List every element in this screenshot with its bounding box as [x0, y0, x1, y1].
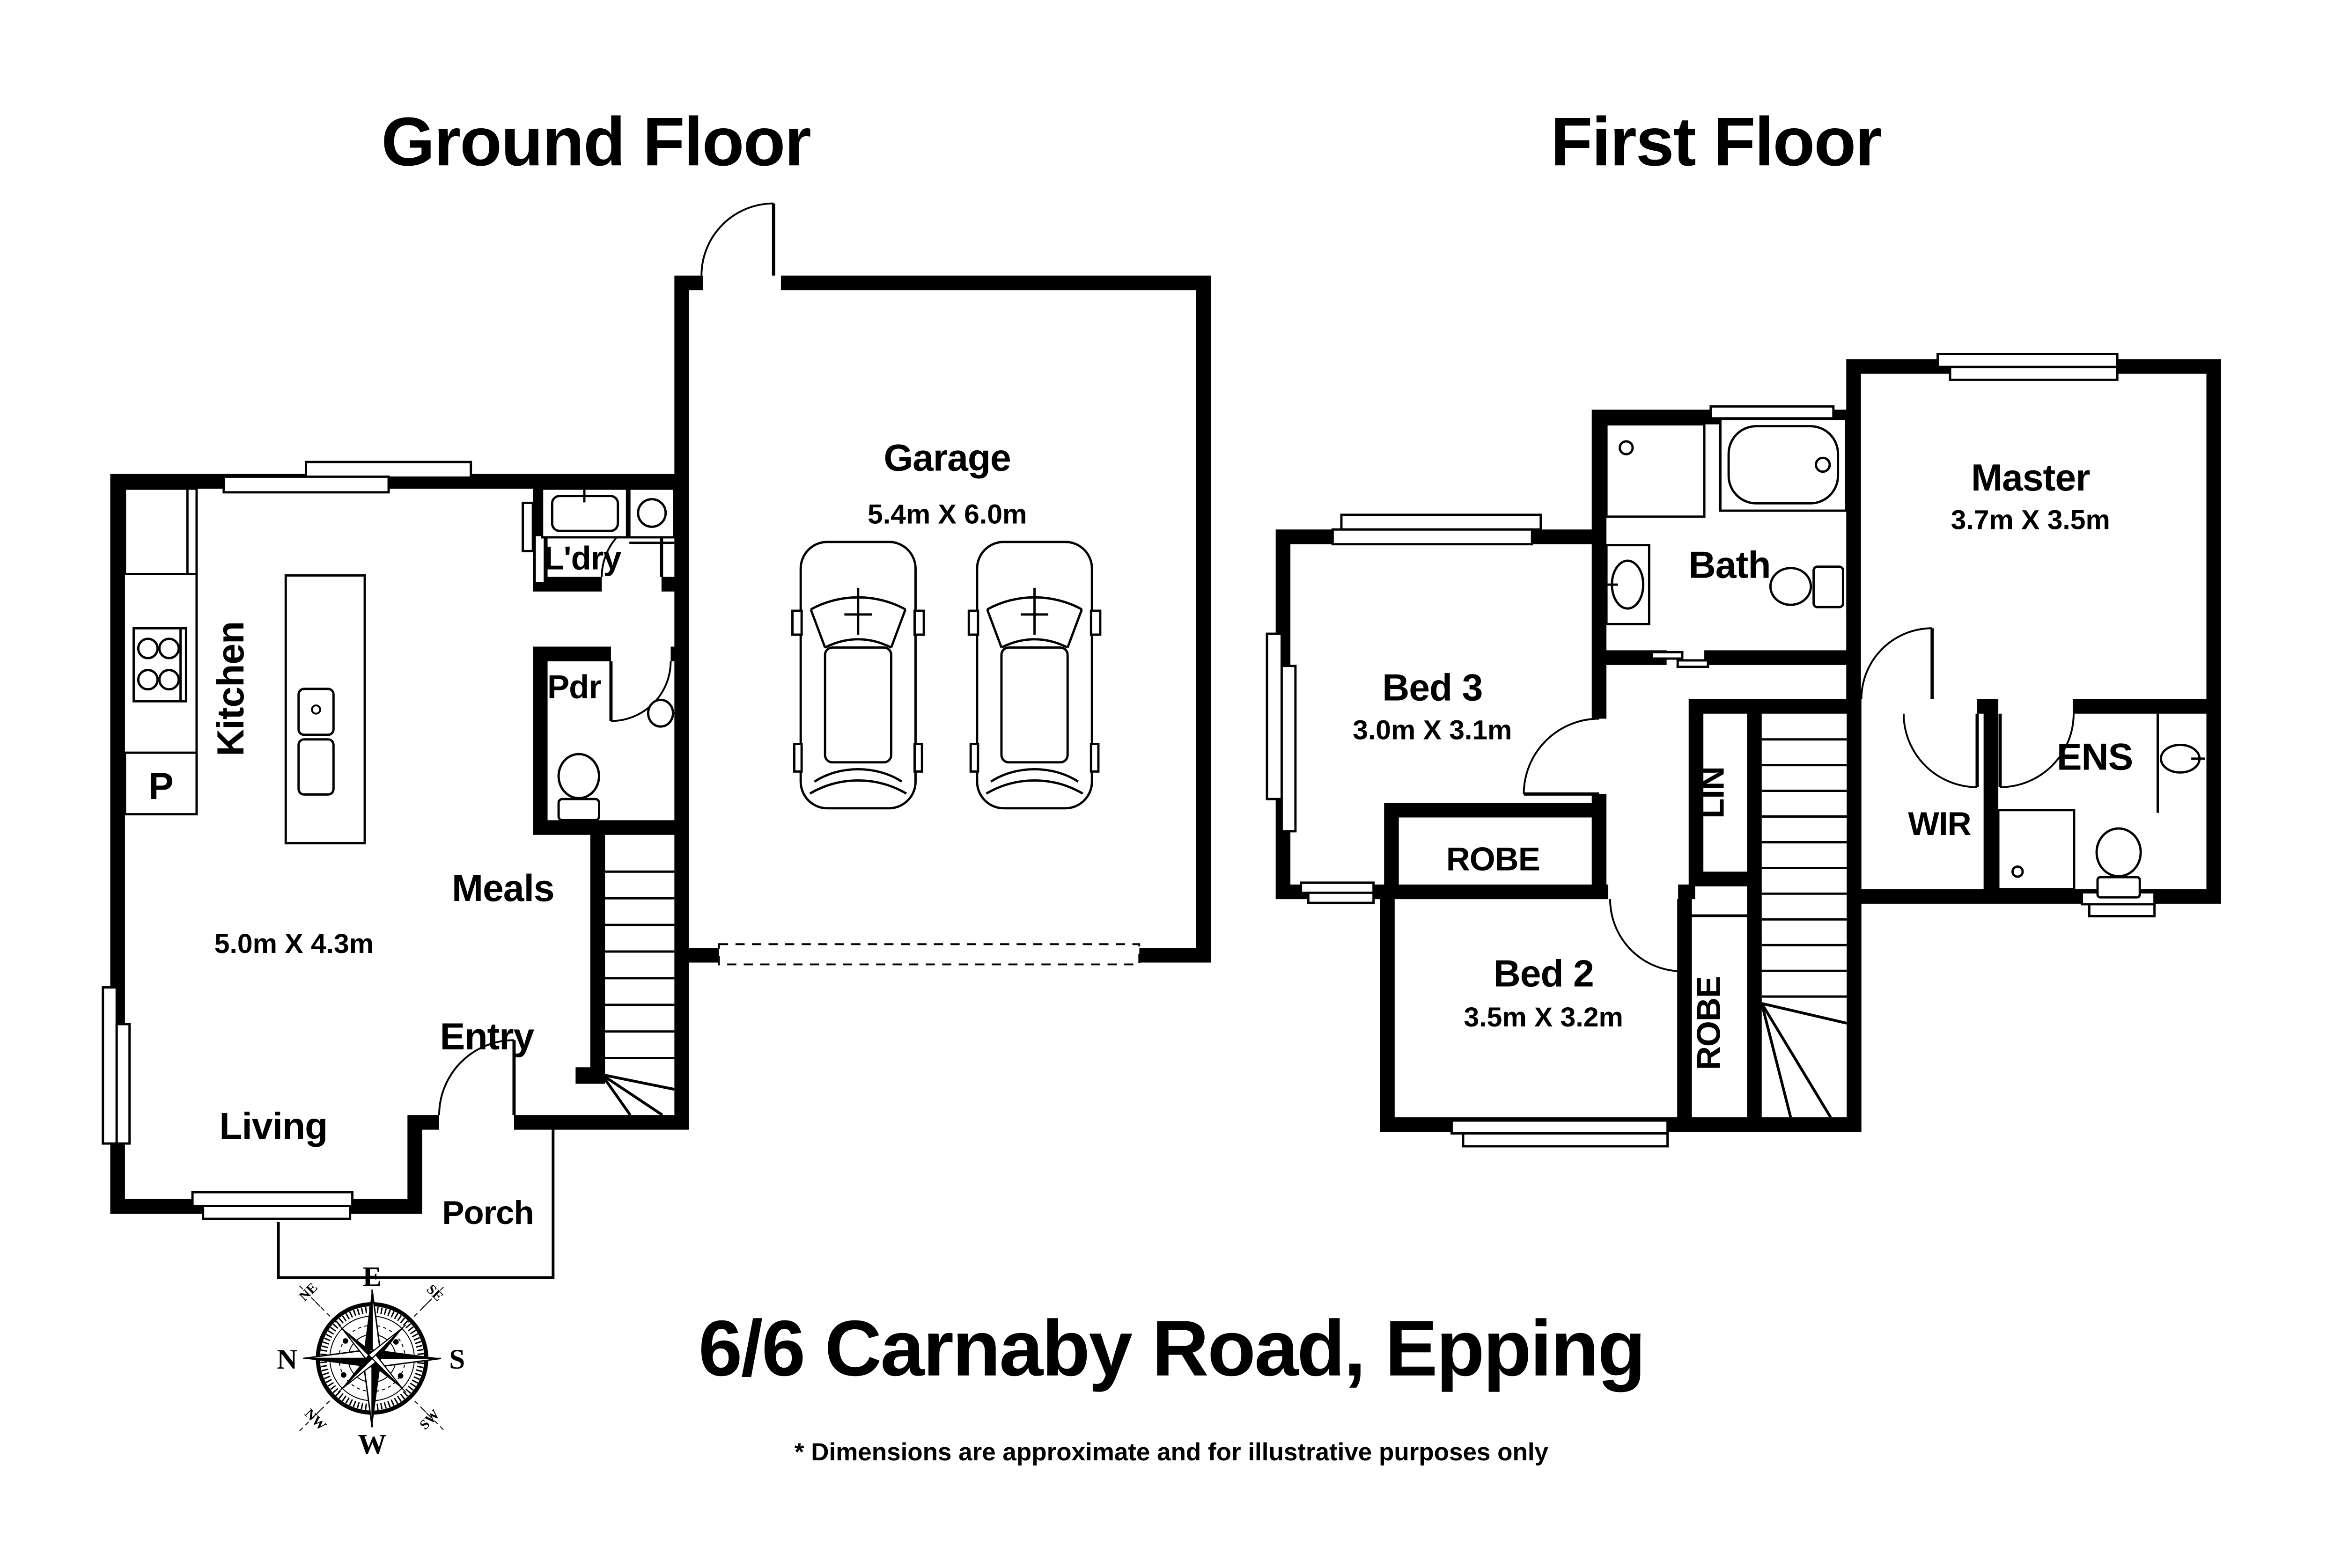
- pantry-label: P: [148, 765, 173, 807]
- compass-nw-label: NW: [302, 1406, 329, 1433]
- stair-winders: [1760, 1002, 1847, 1118]
- island-bench: [284, 574, 366, 844]
- first-floor-title: First Floor: [1551, 103, 1882, 180]
- porch-label: Porch: [442, 1194, 533, 1231]
- disclaimer-note: * Dimensions are approximate and for ill…: [795, 1438, 1549, 1466]
- pantry-cupboard: [124, 751, 198, 816]
- wir-label: WIR: [1908, 805, 1971, 842]
- basin: [647, 698, 687, 728]
- compass-icon: E S W N SE NE SW NW: [277, 1261, 465, 1460]
- bath-slider-door: [1650, 651, 1709, 668]
- powder-label: Pdr: [547, 668, 601, 705]
- bed2-label: Bed 2: [1494, 953, 1594, 995]
- car-icon: [969, 542, 1100, 808]
- stairs-ground: [600, 870, 675, 1116]
- bathtub: [1719, 418, 1848, 512]
- master-dims: 3.7m X 3.5m: [1951, 505, 2110, 535]
- stairs-first: [1760, 738, 1847, 1118]
- window: [1300, 881, 1375, 904]
- window: [1450, 1119, 1669, 1148]
- linen-label: LIN: [1693, 767, 1730, 819]
- bed3-dims: 3.0m X 3.1m: [1353, 715, 1512, 746]
- door-garage-access: [700, 202, 775, 276]
- address-title: 6/6 Carnaby Road, Epping: [699, 1304, 1644, 1392]
- compass-east-label: E: [362, 1261, 382, 1292]
- door-master: [1860, 627, 1934, 699]
- door-bed3: [1523, 718, 1599, 796]
- toilet: [1769, 565, 1844, 608]
- compass-ne-label: NE: [296, 1280, 321, 1304]
- door-wir: [1902, 713, 1979, 788]
- toilet: [557, 753, 600, 821]
- cooktop: [133, 627, 187, 703]
- door-entry: [438, 1039, 516, 1115]
- shower: [1997, 809, 2076, 890]
- bed3-label: Bed 3: [1382, 667, 1482, 709]
- compass-sw-label: SW: [417, 1407, 442, 1433]
- robe-bed3-label: ROBE: [1446, 840, 1540, 877]
- ens-label: ENS: [2057, 736, 2133, 778]
- kitchen-label: Kitchen: [210, 622, 252, 756]
- robe-bed2-label: ROBE: [1690, 976, 1727, 1070]
- door-ens: [1998, 713, 2075, 788]
- compass-north-label: N: [277, 1344, 297, 1375]
- window: [1936, 353, 2119, 381]
- laundry-sink: [628, 487, 676, 544]
- meals-label: Meals: [452, 867, 554, 909]
- toilet: [2095, 827, 2142, 899]
- window: [222, 461, 472, 494]
- window: [191, 1191, 354, 1220]
- ground-floor-plan: Garage 5.4m X 6.0m Kitchen P L'dry Pdr M…: [102, 202, 1211, 1279]
- laundry-trough: [541, 487, 628, 539]
- laundry-label: L'dry: [544, 540, 622, 577]
- living-dims: 5.0m X 4.3m: [214, 929, 374, 959]
- fridge-space: [124, 487, 198, 575]
- porch-slab: [277, 1129, 555, 1279]
- door-bed2: [1609, 899, 1684, 973]
- window: [102, 986, 131, 1145]
- bath-label: Bath: [1689, 544, 1771, 586]
- master-label: Master: [1971, 457, 2090, 499]
- garage-roller-door: [718, 943, 1141, 966]
- compass-se-label: SE: [424, 1282, 446, 1304]
- bed2-dims: 3.5m X 3.2m: [1464, 1002, 1623, 1033]
- laundry-slider-door: [522, 501, 546, 585]
- compass-south-label: S: [449, 1344, 465, 1375]
- first-floor-plan: Bed 3 3.0m X 3.1m Bath Master 3.7m X 3.5…: [1266, 353, 2221, 1148]
- garage-dims: 5.4m X 6.0m: [868, 499, 1027, 530]
- compass-west-label: W: [358, 1429, 386, 1460]
- ground-floor-title: Ground Floor: [381, 103, 810, 180]
- window: [1331, 513, 1542, 546]
- window: [1266, 632, 1297, 833]
- shower: [1605, 423, 1706, 518]
- vanity-basin: [1605, 544, 1650, 625]
- living-label: Living: [219, 1105, 327, 1147]
- stair-winders: [600, 1073, 675, 1116]
- garage-label: Garage: [883, 437, 1010, 479]
- first-floor-walls: [1275, 359, 2221, 1132]
- basin: [2157, 713, 2205, 813]
- car-icon: [793, 542, 924, 808]
- entry-label: Entry: [440, 1016, 535, 1058]
